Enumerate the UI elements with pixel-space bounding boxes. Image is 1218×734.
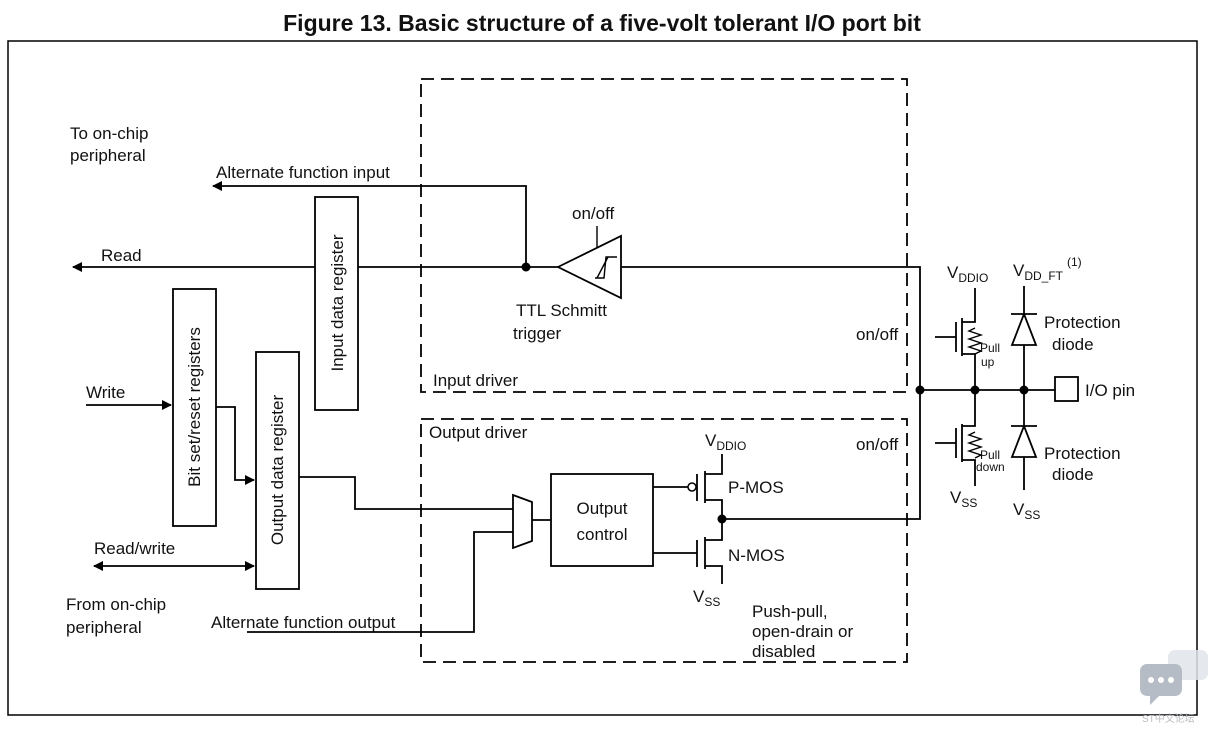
figure-frame — [7, 40, 1198, 716]
output-mode-2: open-drain or — [752, 622, 853, 641]
output-mode-1: Push-pull, — [752, 602, 828, 621]
pulldown-vss-label: VSS — [950, 488, 977, 510]
alt-func-input-wire — [212, 181, 527, 267]
output-driver-box — [420, 418, 908, 663]
nmos-drain — [705, 519, 723, 541]
pullup-vddio-label: VDDIO — [947, 263, 988, 285]
lower-protection-label-1: Protection — [1044, 444, 1121, 463]
input-driver-label: Input driver — [433, 371, 518, 390]
pmos-source — [705, 454, 723, 475]
pulldown-source — [962, 459, 976, 486]
pullup-onoff-label: on/off — [856, 325, 899, 344]
read-junction — [521, 262, 531, 272]
output-wire — [722, 390, 921, 520]
schmitt-label-1: TTL Schmitt — [516, 301, 607, 320]
pullup-resistor — [966, 327, 984, 355]
pin-node-left — [915, 385, 925, 395]
upper-protection-diode — [1010, 311, 1038, 346]
input-data-register — [314, 196, 359, 411]
pmos-label: P-MOS — [728, 478, 784, 497]
alt-func-output-wire — [247, 531, 513, 633]
output-mux — [512, 493, 533, 550]
pulldown-resistor — [966, 431, 984, 459]
output-control-label-2: control — [576, 525, 627, 544]
read-write-label: Read/write — [94, 539, 175, 558]
pmos-vddio-label: VDDIO — [705, 431, 746, 453]
schmitt-input-wire — [621, 266, 921, 390]
figure-title: Figure 13. Basic structure of a five-vol… — [283, 10, 921, 36]
upper-protection-label-1: Protection — [1044, 313, 1121, 332]
output-data-register — [255, 351, 300, 590]
pullup-drain — [962, 353, 976, 390]
input-driver-box — [420, 78, 908, 393]
schmitt-hysteresis-icon-2 — [596, 256, 609, 279]
write-label: Write — [86, 383, 125, 402]
alt-func-input-label: Alternate function input — [216, 163, 390, 182]
output-control-block — [550, 473, 654, 567]
nmos-vss-label: VSS — [693, 587, 720, 609]
read-label: Read — [101, 246, 142, 265]
output-node — [717, 514, 727, 524]
pullup-label-2: up — [981, 355, 995, 369]
bsrr-to-odr-wire — [216, 406, 255, 485]
odr-to-mux-wire — [299, 476, 513, 510]
pulldown-drain — [962, 390, 976, 427]
to-onchip-label-2: peripheral — [70, 146, 146, 165]
input-data-register-label: Input data register — [328, 234, 347, 371]
lower-protection-diode — [1010, 423, 1038, 458]
watermark-text: ST中文论坛 — [1142, 712, 1195, 725]
nmos-label: N-MOS — [728, 546, 785, 565]
pullup-label-1: Pull — [980, 341, 1000, 355]
output-driver-label: Output driver — [429, 423, 528, 442]
to-onchip-label-1: To on-chip — [70, 124, 148, 143]
nmos-source — [705, 565, 723, 584]
output-mode-3: disabled — [752, 642, 815, 661]
alt-func-output-label: Alternate function output — [211, 613, 396, 632]
from-onchip-label-1: From on-chip — [66, 595, 166, 614]
lower-diode-vss-label: VSS — [1013, 500, 1040, 522]
schmitt-trigger — [555, 234, 622, 300]
pulldown-onoff-label: on/off — [856, 435, 899, 454]
pullup-source — [962, 288, 976, 323]
chat-bubble-icon — [1140, 650, 1208, 705]
output-data-register-label: Output data register — [268, 395, 287, 546]
io-pin-box — [1054, 376, 1079, 402]
from-onchip-label-2: peripheral — [66, 618, 142, 637]
lower-protection-label-2: diode — [1052, 465, 1094, 484]
output-control-label-1: Output — [576, 499, 627, 518]
bit-set-reset-label: Bit set/reset registers — [185, 327, 204, 487]
pulldown-label-2: down — [976, 460, 1005, 474]
vddft-label: VDD_FT(1) — [1013, 255, 1082, 283]
schmitt-label-2: trigger — [513, 324, 562, 343]
schmitt-onoff-label: on/off — [572, 204, 615, 223]
pulldown-label-1: Pull — [980, 448, 1000, 462]
io-pin-label: I/O pin — [1085, 381, 1135, 400]
upper-protection-label-2: diode — [1052, 335, 1094, 354]
schmitt-hysteresis-icon — [595, 256, 617, 279]
pmos-drain — [705, 499, 723, 519]
pmos-gate-bubble — [687, 482, 697, 492]
